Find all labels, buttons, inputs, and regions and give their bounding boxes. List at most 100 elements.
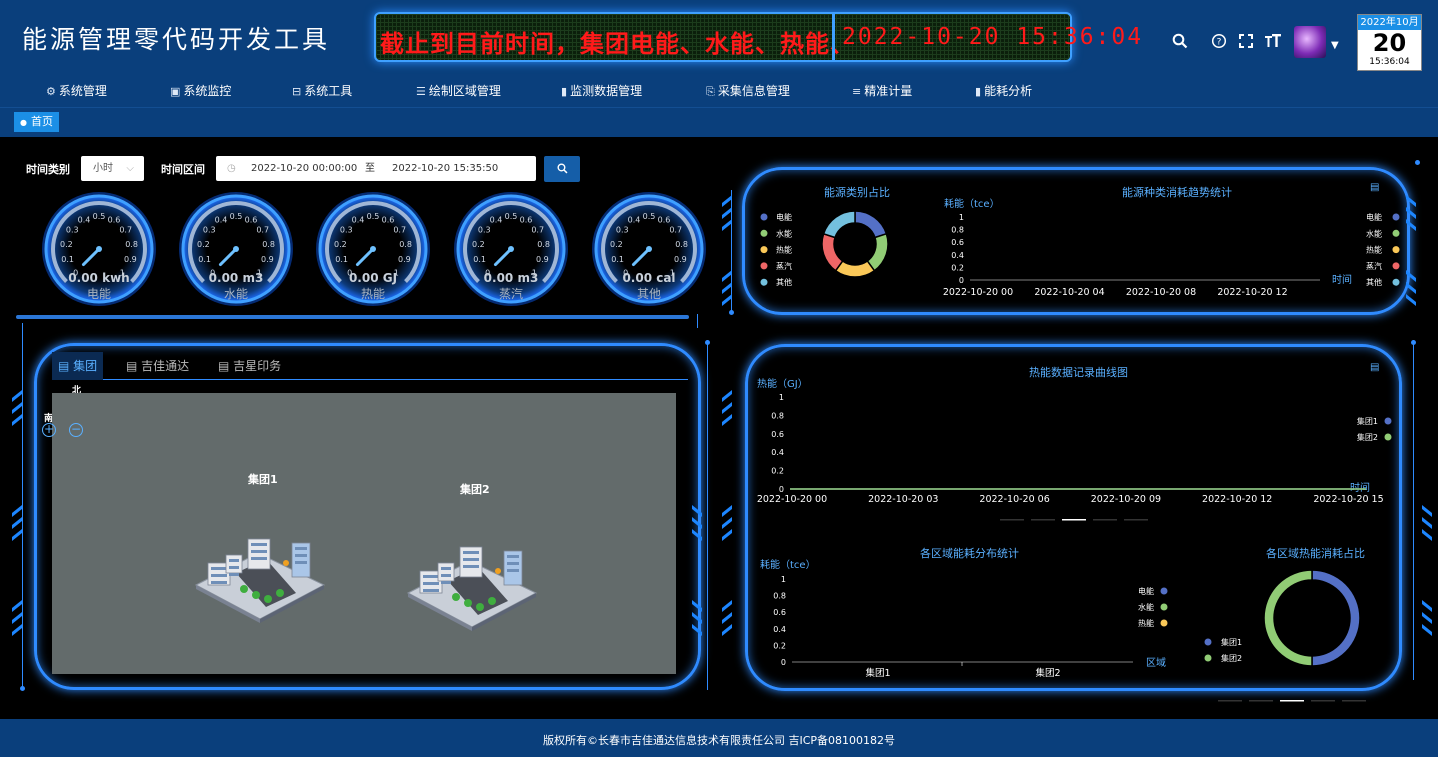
monitor-icon: ▣ (170, 85, 181, 98)
stripe (722, 517, 732, 529)
x-axis-label: 时间 (1350, 481, 1370, 494)
building-marker-icon[interactable] (194, 533, 328, 627)
stripe (722, 414, 732, 426)
nav-label: 绘制区域管理 (428, 84, 501, 98)
gauge-tick-label: 0 (485, 268, 490, 277)
stripe (12, 390, 22, 402)
search-icon (556, 163, 568, 174)
nav-item-monitor-data[interactable]: ▮监测数据管理 (561, 82, 642, 99)
search-button[interactable] (544, 156, 580, 182)
building-window (463, 565, 479, 568)
nav-item-system-tools[interactable]: ⊟系统工具 (292, 82, 352, 99)
nav-item-precise-metering[interactable]: ≡精准计量 (852, 82, 912, 99)
chevron-down-icon[interactable]: ▼ (1331, 40, 1339, 51)
x-tick-label: 2022-10-20 04 (1034, 287, 1104, 298)
legend-dot (1160, 619, 1168, 627)
gauge-name: 电能 (87, 287, 111, 301)
y-axis-label: 热能（GJ） (757, 377, 808, 390)
fullscreen-icon[interactable] (1236, 33, 1256, 53)
gauge-tick-label: 0.7 (256, 226, 269, 235)
building-marker-icon[interactable] (406, 541, 540, 635)
gauge-name: 其他 (637, 287, 661, 301)
chart-pager[interactable] (1218, 698, 1378, 704)
tree (276, 589, 284, 597)
tab-bar: ●首页 (0, 107, 1438, 137)
tab-home[interactable]: ●首页 (14, 112, 59, 132)
list-icon: ☰ (416, 85, 426, 98)
search-icon[interactable] (1170, 33, 1190, 53)
nav-item-collect-info[interactable]: ⎘采集信息管理 (706, 82, 790, 99)
map-canvas[interactable]: + − 集团1 集团2 (42, 393, 676, 674)
chart-pager[interactable] (1000, 516, 1160, 524)
range-end[interactable]: 2022-10-20 15:35:50 (392, 163, 499, 174)
x-tick-label: 2022-10-20 06 (979, 494, 1049, 505)
map-tab-group[interactable]: ▤ 集团 (52, 352, 104, 380)
tab-home-label: 首页 (30, 115, 53, 128)
stripe (1406, 207, 1416, 219)
gauge-tick-label: 0.4 (215, 216, 228, 225)
gauge-tick-label: 0.6 (245, 216, 258, 225)
tree (476, 603, 484, 611)
legend-dot (1160, 587, 1168, 595)
stripe (722, 402, 732, 414)
stripe (1422, 529, 1432, 541)
zoom-out-icon[interactable]: − (69, 422, 83, 437)
stripe (722, 505, 732, 517)
zoom-in-icon[interactable]: + (42, 422, 56, 437)
time-range-picker[interactable]: ◷ 2022-10-20 00:00:00 至 2022-10-20 15:35… (216, 156, 536, 181)
gauge-value: 0.00 kwh (68, 271, 129, 285)
nav-item-region-draw[interactable]: ☰绘制区域管理 (416, 82, 501, 99)
tree (495, 568, 501, 574)
stripe (12, 612, 22, 624)
side-stripe-deco (722, 600, 732, 636)
region-pie-slice-0 (1311, 569, 1361, 667)
gauge-needle (631, 247, 651, 267)
pager-dot (1124, 519, 1148, 521)
calendar-month: 2022年10月 (1358, 15, 1421, 30)
calendar-icon: ▤ (58, 359, 74, 373)
y-tick-label: 0 (781, 658, 786, 667)
building-window (251, 543, 267, 546)
gauge-tick-label: 0.3 (66, 226, 79, 235)
y-tick-label: 0.2 (771, 467, 784, 476)
nav-item-system-management[interactable]: ⚙系统管理 (46, 82, 107, 99)
help-icon[interactable]: ? (1209, 33, 1229, 53)
y-tick-label: 0.6 (951, 238, 964, 247)
x-tick-label: 2022-10-20 03 (868, 494, 938, 505)
document-icon[interactable]: ▤ (1370, 362, 1380, 373)
tree (264, 595, 272, 603)
legend-label: 集团1 (1221, 637, 1242, 647)
x-tick-label: 2022-10-20 12 (1202, 494, 1272, 505)
legend-dot (1392, 229, 1400, 237)
stripe (12, 529, 22, 541)
gauge-tick-label: 0.8 (399, 240, 412, 249)
time-type-select[interactable]: 小时 ⌵ (81, 156, 144, 181)
nav-item-system-monitor[interactable]: ▣系统监控 (170, 82, 231, 99)
gauge-tick-label: 0.3 (340, 226, 353, 235)
side-stripe-deco (722, 505, 732, 541)
gauge-tick-label: 0 (623, 268, 628, 277)
legend-dot (760, 246, 768, 254)
x-tick-label: 2022-10-20 09 (1091, 494, 1161, 505)
stripe (722, 219, 732, 231)
y-tick-label: 1 (779, 393, 784, 402)
gauge-arc (325, 201, 421, 283)
x-tick-label: 集团1 (865, 667, 890, 679)
gauge-name: 蒸汽 (499, 286, 523, 301)
range-start[interactable]: 2022-10-20 00:00:00 (251, 163, 358, 174)
font-size-icon[interactable] (1263, 33, 1283, 53)
stripe (1422, 624, 1432, 636)
map-tab-jixing[interactable]: ▤ 吉星印务 (212, 352, 287, 380)
legend-label: 水能 (1366, 228, 1382, 238)
nav-label: 采集信息管理 (717, 84, 790, 98)
nav-label: 能耗分析 (984, 84, 1033, 98)
document-icon[interactable]: ▤ (1370, 182, 1380, 193)
gauge-tick-label: 0.7 (393, 226, 406, 235)
stripe (12, 414, 22, 426)
nav-item-energy-analysis[interactable]: ▮能耗分析 (975, 82, 1032, 99)
user-avatar[interactable] (1294, 26, 1326, 58)
map-tab-jijia[interactable]: ▤ 吉佳通达 (120, 352, 195, 380)
building-block (437, 562, 455, 582)
